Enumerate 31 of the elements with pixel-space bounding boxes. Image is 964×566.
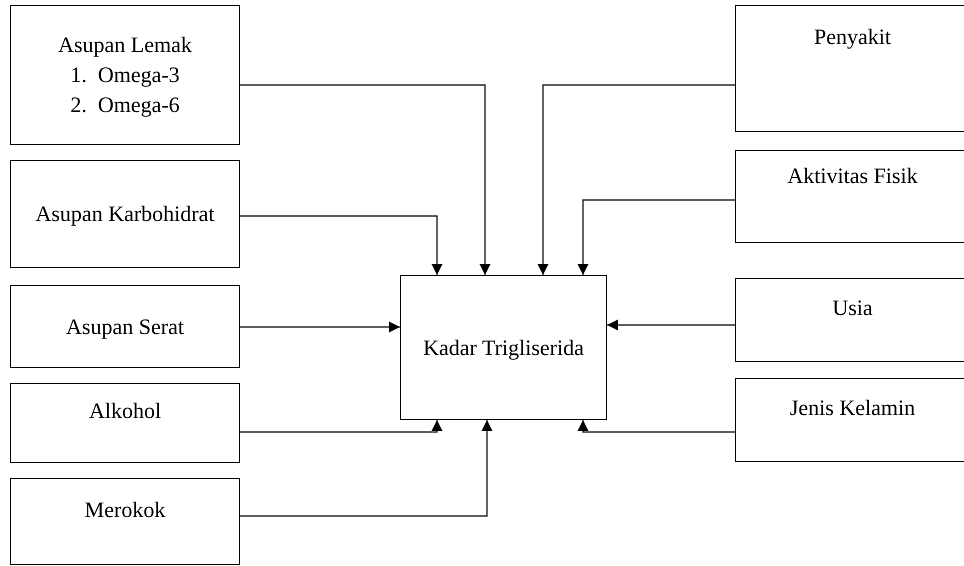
process-box <box>735 5 964 132</box>
process-box <box>10 5 240 145</box>
box-label: Asupan Serat <box>66 312 184 341</box>
arrow <box>240 215 442 275</box>
box-label: Asupan Karbohidrat <box>35 200 214 228</box>
arrow <box>240 420 442 433</box>
arrow <box>538 84 735 275</box>
process-box <box>10 478 240 565</box>
box-label: Jenis Kelamin <box>790 394 916 422</box>
process-box <box>735 150 964 243</box>
arrow <box>607 320 735 330</box>
box-label: 1. Omega-3 <box>70 61 180 89</box>
box-label: Asupan Lemak <box>58 31 192 59</box>
box-label: Alkohol <box>88 397 162 425</box>
box-label: Usia <box>832 294 873 322</box>
arrow <box>578 420 735 433</box>
box-label: Merokok <box>84 496 166 524</box>
process-box <box>10 383 240 463</box>
arrow <box>240 420 492 517</box>
process-box <box>735 378 964 462</box>
arrow <box>578 199 735 275</box>
process-box <box>10 160 240 268</box>
process-box <box>400 275 607 420</box>
arrow <box>240 322 400 332</box>
arrow <box>240 84 490 275</box>
box-label: Penyakit <box>814 23 891 51</box>
box-label: 2. Omega-6 <box>70 91 180 119</box>
process-box <box>735 278 964 362</box>
box-label: Aktivitas Fisik <box>787 162 918 190</box>
process-box <box>10 285 240 368</box>
box-label: Kadar Trigliserida <box>423 334 584 362</box>
